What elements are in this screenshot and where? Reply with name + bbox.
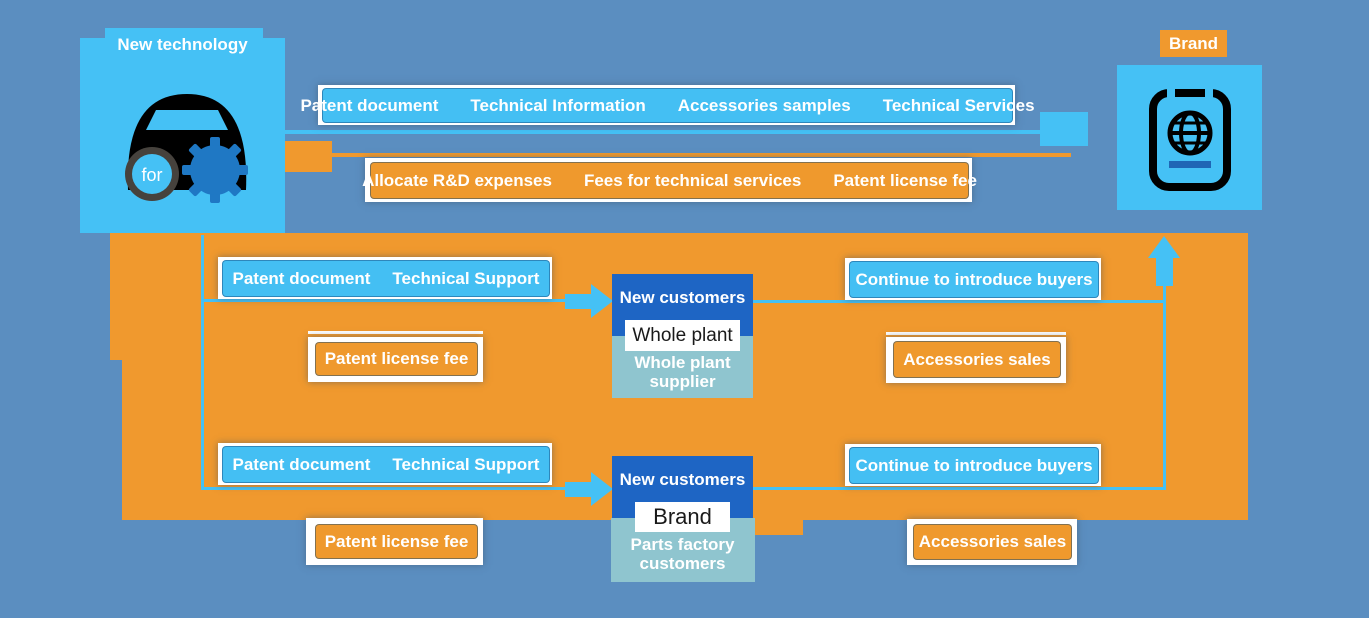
brand-label: Brand	[1168, 33, 1219, 53]
row2-sales-bar: Accessories sales	[913, 524, 1072, 560]
left-connector-vline	[201, 235, 204, 490]
fees-flow-line	[332, 153, 1071, 157]
car-gear-icon: for	[125, 94, 248, 203]
passport-globe-icon	[1149, 87, 1231, 191]
services-item: Technical Services	[882, 95, 1035, 115]
goods-flow-endpoint	[1040, 112, 1088, 146]
continue-label: Continue to introduce buyers	[855, 455, 1093, 475]
new-technology-label: New technology	[117, 35, 248, 54]
right-connector-vline	[1163, 284, 1166, 490]
row2-supplier-label: Parts factory customers	[630, 535, 735, 573]
goods-flow-line	[285, 130, 1040, 134]
fee-label: Patent license fee	[324, 349, 469, 368]
fees-flow-endpoint	[285, 141, 332, 172]
provide-item: Patent document	[232, 268, 371, 288]
row2-product-box	[635, 502, 730, 532]
brand-label-box	[1160, 30, 1227, 57]
row1-right-arrow-icon	[591, 284, 613, 318]
row1-provide-bar: Patent document Technical Support	[222, 260, 550, 297]
licensing-region-bottom-step	[753, 520, 803, 535]
services-item: Patent document	[300, 95, 439, 115]
sales-label: Accessories sales	[918, 532, 1067, 551]
fees-item: Allocate R&D expenses	[362, 170, 552, 190]
continue-label: Continue to introduce buyers	[855, 269, 1093, 289]
row2-continue-bar: Continue to introduce buyers	[849, 447, 1099, 484]
row1-right-hline	[753, 300, 1165, 303]
licensing-region-left-notch	[110, 360, 122, 520]
row1-left-hline	[201, 299, 567, 302]
provide-item: Technical Support	[392, 268, 540, 288]
row1-supplier-label: Whole plant supplier	[634, 353, 731, 391]
provide-item: Technical Support	[392, 454, 540, 474]
row1-fee-topline	[308, 331, 483, 334]
up-arrow-icon	[1148, 236, 1180, 258]
car-icon-for-text: for	[141, 165, 162, 185]
row2-product-label: Brand	[653, 504, 712, 529]
fees-item: Fees for technical services	[583, 170, 802, 190]
row2-customer-title: New customers	[619, 470, 746, 489]
row2-arrow-shaft	[565, 482, 593, 497]
row1-fee-bar: Patent license fee	[315, 342, 478, 376]
row2-right-hline	[753, 487, 1165, 490]
sales-label: Accessories sales	[903, 349, 1051, 369]
row2-right-arrow-icon	[591, 472, 613, 506]
services-item: Technical Information	[470, 95, 646, 115]
row1-customer-title: New customers	[619, 288, 746, 307]
row1-arrow-shaft	[565, 294, 593, 309]
fees-bar: Allocate R&D expenses Fees for technical…	[362, 162, 977, 199]
row1-product-label: Whole plant	[632, 324, 733, 346]
row1-sales-bar: Accessories sales	[893, 341, 1061, 378]
gear-shape	[182, 137, 248, 203]
row1-continue-bar: Continue to introduce buyers	[849, 261, 1099, 298]
provide-item: Patent document	[232, 454, 371, 474]
services-item: Accessories samples	[677, 95, 851, 115]
row1-product-box	[625, 320, 740, 351]
fees-item: Patent license fee	[833, 170, 977, 190]
row2-left-hline	[201, 487, 567, 490]
up-arrow-shaft	[1156, 256, 1173, 286]
row2-provide-bar: Patent document Technical Support	[222, 446, 550, 483]
services-bar: Patent document Technical Information Ac…	[300, 88, 1035, 123]
row2-fee-bar: Patent license fee	[315, 524, 478, 559]
fee-label: Patent license fee	[324, 531, 469, 551]
row1-sales-topline	[886, 332, 1066, 335]
